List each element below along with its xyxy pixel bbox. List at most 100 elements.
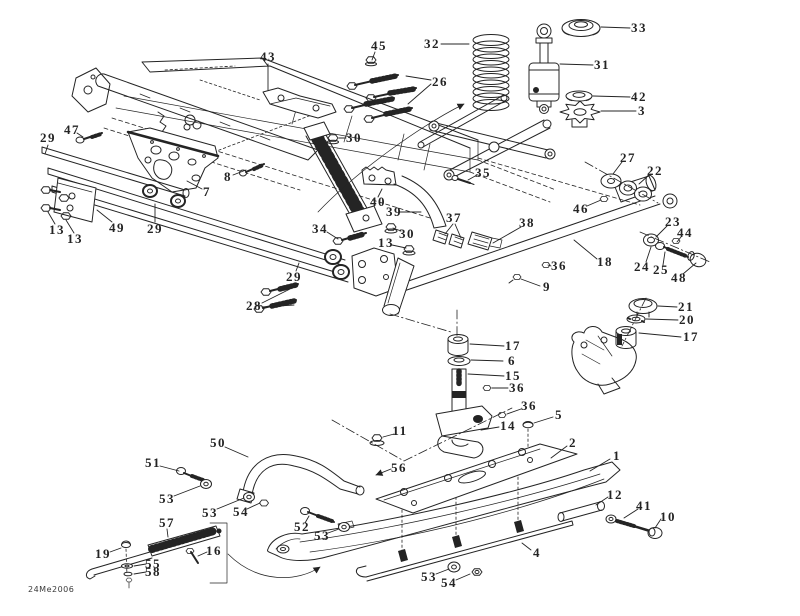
part-callout-47-8: 47 [64,122,80,137]
leader-line-42 [592,95,631,98]
part-callout-35-22: 35 [475,165,491,180]
assembly-arrows [227,103,465,578]
part-callout-5-45: 5 [555,407,563,422]
part-callout-34-17: 34 [312,221,328,236]
part-callout-19-62: 19 [95,546,111,561]
part-callout-45-1: 45 [371,38,387,53]
leader-line-30 [392,227,402,232]
part-callout-32-2: 32 [424,36,440,51]
spindle-housing-right [571,326,637,395]
bolt-34 [332,231,367,245]
leader-line-19 [109,547,122,553]
leader-line-47 [76,132,84,138]
leader-line-17 [469,343,505,347]
part-callout-44-30: 44 [677,225,693,240]
handle-50 [236,454,365,504]
part-callout-36-42: 36 [509,380,525,395]
washer-42 [565,90,593,102]
part-callout-12-50: 12 [607,487,623,502]
bolt-47 [75,132,103,144]
part-callout-53-54: 53 [421,569,437,584]
leader-line-7 [186,180,203,190]
installed-spring-band [303,121,383,233]
bolt-52-washer-53 [300,507,350,532]
nut-46 [599,195,609,203]
part-callout-29-69: 29 [286,269,302,284]
leader-line-14 [480,426,500,431]
steering-plate-7 [126,127,220,193]
leader-line-13 [391,244,407,249]
nut-36-c [497,411,507,419]
leader-line-9 [520,278,541,287]
part-callout-30-10: 30 [346,130,362,145]
plate-2 [375,443,578,514]
leader-line-40 [377,188,383,198]
leader-line-11 [382,433,395,438]
leader-line-52 [304,515,310,524]
cap-21 [628,298,658,318]
part-callout-11-46: 11 [392,423,408,438]
part-callout-27-23: 27 [620,150,636,165]
leader-line-55 [133,563,147,567]
leader-line-31 [559,63,594,66]
part-callout-24-31: 24 [634,259,650,274]
part-callout-15-41: 15 [505,368,521,383]
leader-line-36 [506,408,522,415]
part-callout-14-44: 14 [500,418,516,433]
part-callout-23-29: 23 [665,214,681,229]
bushing-22 [619,180,652,202]
assembly-arrow-to-spring [317,103,465,213]
part-callout-39-21: 39 [386,204,402,219]
leader-line-51 [159,465,180,472]
leader-line-22 [638,174,650,185]
part-callout-13-19: 13 [378,235,394,250]
leader-line-28 [261,288,291,304]
leader-line-37 [444,223,454,235]
part-callout-25-32: 25 [653,262,669,277]
leader-line-26 [407,83,432,105]
part-callout-52-66: 52 [294,519,310,534]
part-callout-4-53: 4 [533,545,541,560]
leader-line-36 [547,264,552,267]
leader-line-53 [173,485,201,497]
part-callout-26-5: 26 [432,74,448,89]
part-callout-38-27: 38 [519,215,535,230]
leader-line-44 [676,236,682,243]
spring-cap-33 [561,19,601,37]
leader-line-20 [645,318,679,321]
leader-line-15 [467,373,505,377]
pivot-bracket-leg [351,247,415,316]
bolt-9 [508,273,522,284]
nuts-13-left [40,186,72,220]
leader-line-17 [638,332,682,338]
part-callout-20-37: 20 [679,312,695,327]
leader-line-29 [44,144,49,155]
part-callout-54-55: 54 [441,575,457,590]
part-callout-16-65: 16 [206,543,222,558]
part-callout-37-26: 37 [446,210,462,225]
sprocket-3 [559,100,601,128]
part-callout-57-61: 57 [159,515,175,530]
part-callout-40-20: 40 [370,194,386,209]
leader-line-28 [261,304,295,308]
leader-line-6 [470,359,504,362]
leader-line-37 [454,223,462,239]
leader-line-29 [295,262,300,272]
part-callout-22-24: 22 [647,163,663,178]
bolt-set-26 [343,73,417,123]
coil-spring-32 [472,34,510,111]
leader-line-53 [435,568,450,575]
leader-line-8 [232,169,247,176]
leader-line-57 [166,528,169,538]
upper-a-arm [417,94,556,181]
washer-20 [626,314,646,324]
leader-line-23 [655,225,668,238]
leader-line-41 [623,508,639,519]
part-callout-36-43: 36 [521,398,537,413]
part-callout-29-9: 29 [40,130,56,145]
part-callout-21-36: 21 [678,299,694,314]
leader-line-45 [371,51,376,61]
leader-line-13 [65,219,75,234]
